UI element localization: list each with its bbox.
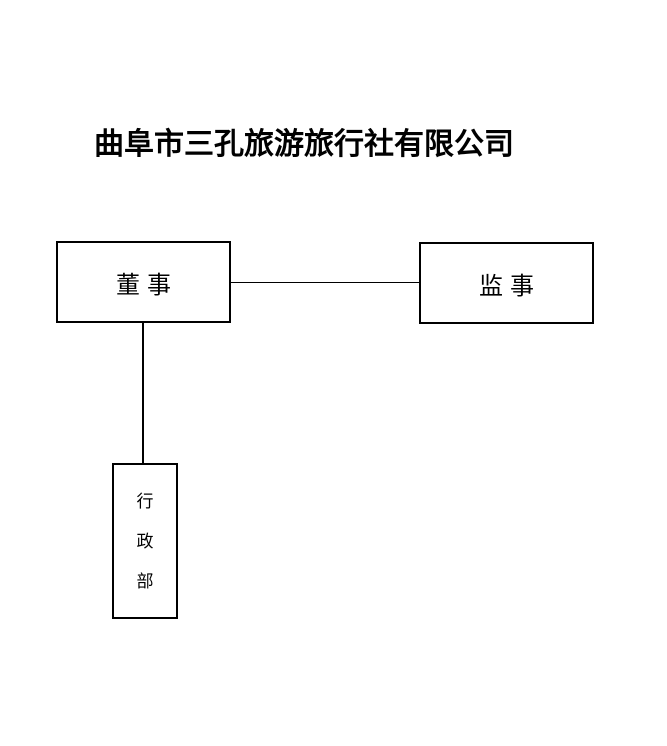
admin-dept-char-3: 部 [136, 571, 154, 591]
connector-director-admin-dept [142, 323, 144, 463]
company-title: 曲阜市三孔旅游旅行社有限公司 [94, 128, 514, 161]
node-director: 董事 [56, 241, 231, 323]
node-director-label: 董事 [116, 272, 178, 299]
connector-director-supervisor [231, 282, 419, 283]
node-admin-dept: 行 政 部 [112, 463, 178, 619]
node-supervisor: 监事 [419, 242, 594, 324]
node-supervisor-label: 监事 [479, 273, 541, 300]
admin-dept-char-2: 政 [136, 531, 154, 551]
admin-dept-char-1: 行 [136, 491, 154, 511]
